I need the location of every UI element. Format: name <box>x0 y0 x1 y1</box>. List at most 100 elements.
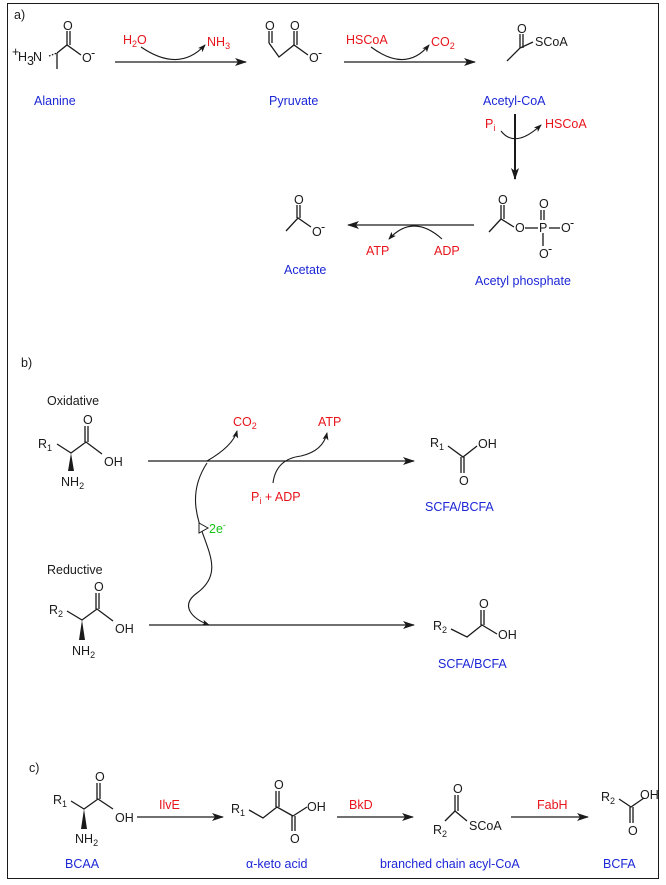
pathway-diagram: a) + H 3 N O O - Alanine H2O NH3 O O O -… <box>12 8 659 871</box>
electrons-label: 2e- <box>209 520 226 536</box>
ox-product-backbone <box>447 445 478 458</box>
acetyl-phosphate-p: P <box>539 221 547 235</box>
keto-acid-oh-bond <box>292 806 308 817</box>
curved-arrow-2 <box>370 44 430 60</box>
pyruvate-backbone <box>268 42 309 58</box>
bcaa-r: R1 <box>53 793 67 809</box>
pyruvate-keto-bond <box>268 31 273 43</box>
panel-c-label: c) <box>29 761 39 775</box>
acetate-o: O <box>294 193 304 207</box>
alanine-structure: + H 3 N O O - Alanine <box>12 19 95 108</box>
curved-arrow-3 <box>500 124 542 140</box>
bcfa-o: O <box>628 824 638 838</box>
red-substrate-oh: OH <box>115 622 134 636</box>
pyruvate-name: Pyruvate <box>269 94 318 108</box>
acetyl-phosphate-name: Acetyl phosphate <box>475 274 571 288</box>
bcfa-carbonyl <box>629 807 634 823</box>
alanine-carbonyl <box>66 31 71 45</box>
keto-acid-o2: O <box>290 832 300 846</box>
acetate-charge: - <box>321 220 325 234</box>
acetyl-coa-structure: O SCoA Acetyl-CoA <box>483 22 568 108</box>
oxidative-product: R1 O OH SCFA/BCFA <box>425 436 497 514</box>
adp-label-a: ADP <box>434 244 460 258</box>
bcfa-r: R2 <box>601 790 615 806</box>
bcaa-nh2: NH2 <box>75 832 98 848</box>
pi-label-a: Pi <box>485 117 495 133</box>
acetyl-phosphate-charge2: - <box>548 242 552 256</box>
bcfa-oh: OH <box>640 788 659 802</box>
acyl-coa-scoa: SCoA <box>469 819 502 833</box>
acetyl-coa-o: O <box>517 22 527 36</box>
pyruvate-structure: O O O - Pyruvate <box>265 19 322 108</box>
ox-substrate-nh2: NH2 <box>61 475 84 491</box>
electron-transfer-curve <box>188 462 213 626</box>
alanine-h3n-sub: 3 <box>27 54 34 68</box>
acetyl-coa-scoa: SCoA <box>535 35 568 49</box>
bcfa-structure: R2 O OH BCFA <box>601 788 659 871</box>
acetyl-phosphate-po-double <box>540 210 545 220</box>
ox-substrate-backbone <box>56 441 103 455</box>
h2o-label: H2O <box>123 33 147 49</box>
acyl-coa-name: branched chain acyl-CoA <box>380 857 520 871</box>
acyl-coa-carbonyl <box>454 795 459 811</box>
alanine-charge: - <box>91 46 95 60</box>
acetate-o-minus: O <box>312 225 322 239</box>
nh3-label: NH3 <box>207 35 230 51</box>
keto-acid-oh: OH <box>307 800 326 814</box>
acyl-coa-r-bond <box>454 810 468 822</box>
reductive-substrate: R2 O OH NH2 <box>49 580 134 660</box>
acetyl-phosphate-o4: O <box>561 221 571 235</box>
alanine-name: Alanine <box>34 94 76 108</box>
acetate-carbonyl <box>296 205 301 218</box>
acetate-backbone <box>285 217 312 232</box>
oxidative-label: Oxidative <box>47 394 99 408</box>
electron-arrowhead <box>198 522 210 534</box>
pi-adp-label: Pi + ADP <box>251 490 301 506</box>
acetyl-phosphate-o1: O <box>498 193 508 207</box>
panel-b-label: b) <box>21 356 32 370</box>
acetyl-coa-carbonyl <box>519 34 524 48</box>
hscoa-out-label: HSCoA <box>545 117 587 131</box>
acetate-structure: O O - Acetate <box>284 193 326 277</box>
keto-acid-structure: R1 O OH O α-keto acid <box>231 778 326 871</box>
pyruvate-o-minus: O <box>309 51 319 65</box>
acetyl-phosphate-charge1: - <box>570 216 574 230</box>
curved-arrow-1 <box>140 44 206 60</box>
oxidative-substrate: R1 O OH NH2 <box>38 413 123 491</box>
atp-synthesis-arrow <box>272 432 329 484</box>
ox-product-r: R1 <box>430 436 444 452</box>
alanine-h3n-h: H <box>18 50 27 64</box>
alanine-n: N <box>33 50 42 64</box>
ox-product-o: O <box>459 474 469 488</box>
keto-acid-name: α-keto acid <box>246 857 307 871</box>
red-substrate-r: R2 <box>49 603 63 619</box>
alanine-plus-charge: + <box>12 45 19 59</box>
acetyl-phosphate-o5: O <box>539 247 549 261</box>
keto-acid-backbone <box>248 806 294 819</box>
bcfa-name: BCFA <box>603 857 636 871</box>
red-substrate-o: O <box>94 580 104 594</box>
alanine-o: O <box>63 19 73 33</box>
co2-label-b: CO2 <box>233 415 257 431</box>
pyruvate-o-keto: O <box>265 19 275 33</box>
bcaa-backbone <box>70 798 114 810</box>
red-product-backbone <box>450 624 498 638</box>
pyruvate-charge: - <box>318 46 322 60</box>
acyl-coa-structure: O R2 SCoA branched chain acyl-CoA <box>380 782 520 871</box>
figure-frame: a) + H 3 N O O - Alanine H2O NH3 O O O -… <box>7 3 659 879</box>
atp-label-b: ATP <box>318 415 341 429</box>
ox-product-carbonyl <box>460 457 465 473</box>
ilve-label: IlvE <box>159 798 180 812</box>
keto-acid-o1: O <box>274 778 284 792</box>
acetyl-phosphate-o2: O <box>515 221 525 235</box>
red-product-o: O <box>479 597 489 611</box>
red-product-name: SCFA/BCFA <box>438 657 507 671</box>
ox-substrate-carbonyl <box>84 426 89 442</box>
ox-substrate-wedge <box>68 453 74 471</box>
keto-acid-keto-bond <box>275 791 280 807</box>
panel-a-label: a) <box>14 8 25 22</box>
bcaa-structure: R1 O OH NH2 BCAA <box>53 770 134 871</box>
reductive-label: Reductive <box>47 563 103 577</box>
red-product-oh: OH <box>498 628 517 642</box>
ox-substrate-oh: OH <box>104 455 123 469</box>
